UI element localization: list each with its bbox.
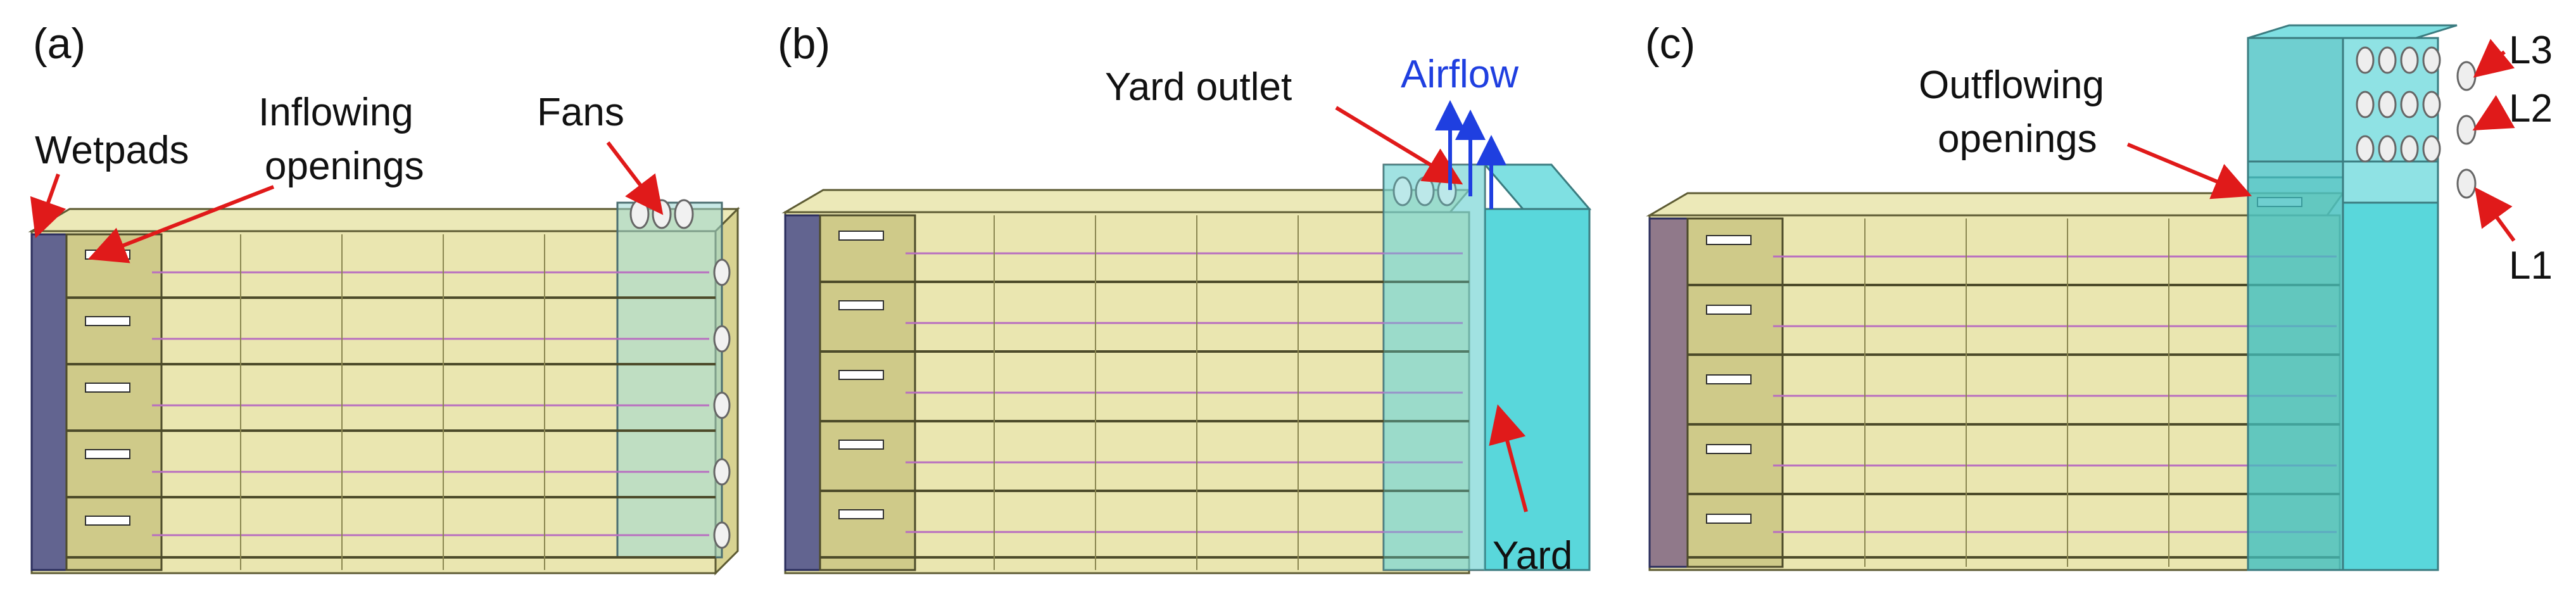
label-outflowing-line1: Outflowing [1919,63,2104,107]
arrow-yard [1489,404,1528,512]
panel-c: (c) [1645,20,2553,571]
arrow-l1 [2474,187,2516,242]
panel-a-tag: (a) [33,20,85,68]
panel-a: (a) [28,20,740,576]
panel-b: (b) [778,20,1592,578]
label-yard: Yard [1493,534,1572,578]
panel-b-tag: (b) [778,20,830,68]
label-l2: L2 [2509,87,2553,130]
panel-a-wetpad [30,233,68,571]
panel-b-building [781,163,1486,574]
arrow-inflowing-openings [87,185,275,263]
arrow-yard-outlet [1335,106,1463,185]
panel-b-yard [1384,163,1592,571]
label-inflowing-line2: openings [265,144,424,188]
label-airflow: Airflow [1401,53,1518,96]
panel-a-fan-wall [616,201,723,559]
panel-c-building [1646,176,2345,571]
panel-c-tag: (c) [1645,20,1695,68]
panel-c-wetpad [1648,217,1689,568]
label-l3: L3 [2509,28,2553,72]
airflow-arrows [1435,100,1506,209]
arrow-outflowing-openings [2126,142,2252,200]
label-wetpads: Wetpads [35,129,189,172]
panel-a-building [28,199,740,576]
panel-b-fan-wall [1382,163,1486,571]
label-inflowing-line1: Inflowing [258,91,414,134]
arrow-fans [606,141,664,215]
label-outflowing-line2: openings [1938,117,2097,161]
arrow-wetpads [30,173,66,239]
chimney-fans [2356,46,2477,199]
label-yard-outlet: Yard outlet [1105,65,1292,109]
label-fans: Fans [537,91,624,134]
panel-c-yard [2247,24,2477,571]
arrow-l3 [2473,39,2515,78]
panel-b-wetpad [784,214,821,571]
arrow-l2 [2472,95,2515,130]
label-l1: L1 [2509,244,2553,288]
